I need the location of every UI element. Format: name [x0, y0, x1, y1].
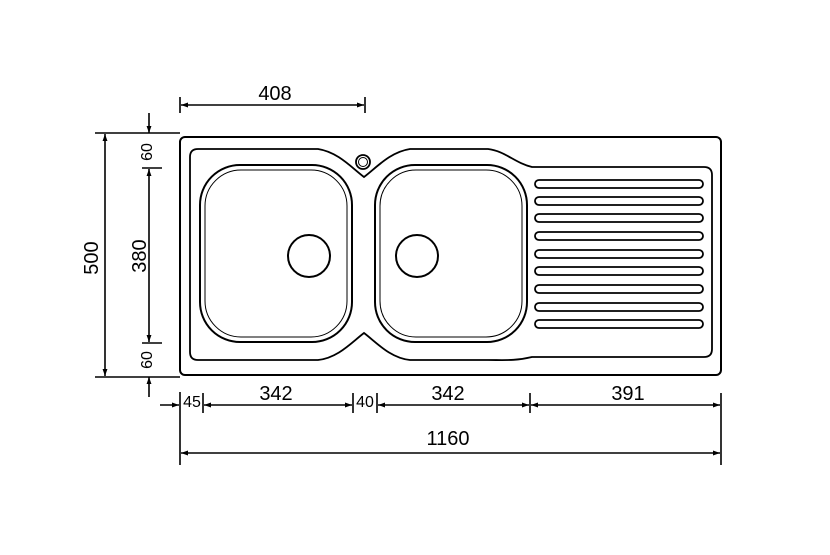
drainer-rib [534, 231, 704, 241]
drainer-rib [534, 284, 704, 294]
right-drain [395, 234, 439, 278]
drainer-rib [534, 249, 704, 259]
label-left-offset: 45 [183, 394, 201, 411]
label-margin-top: 60 [139, 143, 156, 161]
sink-outer-rim [179, 136, 722, 376]
drainer-rib [534, 266, 704, 276]
label-height-total: 500 [81, 241, 103, 274]
sink-outline [179, 136, 722, 376]
left-bowl-inner [204, 169, 348, 338]
tap-hole-inner [358, 157, 368, 167]
right-bowl-inner [379, 169, 523, 338]
drainer-rib [534, 319, 704, 329]
label-bowl-left: 342 [259, 383, 292, 405]
drainer-rib [534, 196, 704, 206]
drainer-rib [534, 302, 704, 312]
label-gap: 40 [356, 394, 374, 411]
dimension-lines [95, 97, 722, 465]
right-bowl [374, 164, 528, 343]
dimension-labels: 408 500 380 60 60 45 342 40 342 391 1160 [81, 83, 645, 450]
label-bowl-right: 342 [431, 383, 464, 405]
label-margin-bottom: 60 [139, 351, 156, 369]
tap-hole [355, 154, 371, 170]
left-bowl [199, 164, 353, 343]
label-drainer: 391 [611, 383, 644, 405]
label-total-width: 1160 [426, 428, 469, 450]
label-height-bowl: 380 [129, 239, 151, 272]
left-drain [287, 234, 331, 278]
label-top-width: 408 [258, 83, 291, 105]
drainer-rib [534, 179, 704, 189]
sink-inner-deck [189, 148, 713, 362]
drainer-rib [534, 213, 704, 223]
